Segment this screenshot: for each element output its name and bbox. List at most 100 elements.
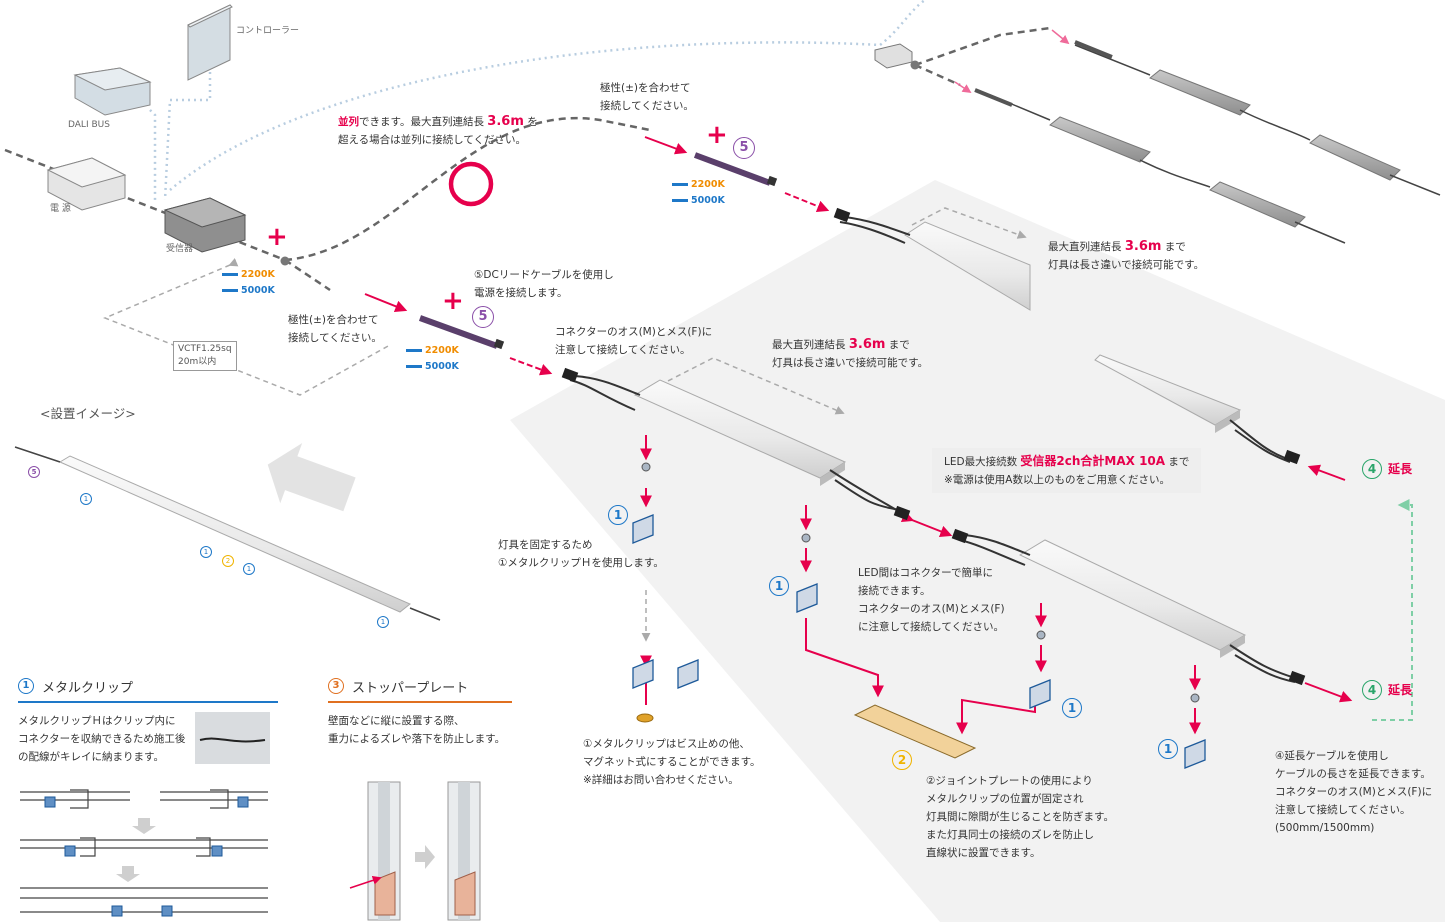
install-num1-d: 1 (377, 616, 389, 628)
series-mid-line2: 灯具は長さ違いで接続可能です。 (772, 357, 929, 369)
polarity-top-line2: 接続してください。 (600, 100, 694, 112)
metal-clip-desc: メタルクリップＨはクリップ内に コネクターを収納できるため施工後 の配線がキレイ… (18, 715, 186, 763)
num1-d: 1 (1158, 739, 1178, 759)
polarity-top-note: 極性(±)を合わせて 接続してください。 (600, 79, 694, 115)
metal-clip-detail (20, 789, 268, 913)
plus-sign-top: + (706, 120, 728, 150)
junction-dot (280, 256, 290, 266)
led-fixture-1 (561, 367, 911, 521)
stopper-num: 3 (328, 678, 344, 694)
temp-warm-mid: 2200K (406, 344, 459, 358)
fix-note: 灯具を固定するため ①メタルクリップＨを使用します。 (498, 539, 664, 569)
install-num1-c: 1 (243, 563, 255, 575)
polarity-mid-note: 極性(±)を合わせて 接続してください。 (288, 311, 382, 347)
num1-a: 1 (608, 505, 628, 525)
connector-note: コネクターのオス(M)とメス(F)に 注意して接続してください。 (555, 323, 712, 359)
plus-sign-mid: + (442, 286, 464, 316)
dc-lead-note: ⑤DCリードケーブルを使用し 電源を接続します。 (474, 266, 614, 302)
dc-lead-cables (418, 152, 778, 350)
led-connection-note: LED間はコネクターで簡単に 接続できます。 コネクターのオス(M)とメス(F)… (858, 567, 1005, 633)
num1-c: 1 (1062, 698, 1082, 718)
max-connection-line2: ※電源は使用A数以上のものをご用意ください。 (944, 474, 1170, 486)
joint-plate-note: ②ジョイントプレートの使用により メタルクリップの位置が固定され 灯具間に隙間が… (926, 775, 1114, 859)
parallel-line2: 超える場合は並列に接続してください。 (338, 134, 527, 146)
parallel-line1: できます。最大直列連結長 (359, 116, 484, 128)
screw-icons (641, 462, 1200, 703)
connector-line2: 注意して接続してください。 (555, 344, 691, 356)
install-num1-a: 1 (80, 493, 92, 505)
metal-clip-num: 1 (18, 678, 34, 694)
stopper-title: ストッパープレート (352, 681, 469, 696)
power-label: 電 源 (50, 204, 71, 214)
red-arrows (364, 136, 1353, 735)
temp-cool-receiver: 5000K (222, 284, 275, 298)
num5-mid: 5 (472, 306, 494, 328)
controller-label: コントローラー (236, 26, 300, 36)
receiver-label: 受信器 (166, 244, 194, 254)
parallel-length: 3.6m (487, 114, 524, 129)
clip-icons (632, 514, 1206, 769)
power-lines (4, 26, 1051, 292)
cable-spec-line2: 20m以内 (178, 357, 217, 367)
gray-dashed-arrows (641, 207, 1027, 642)
splitter-box (874, 43, 913, 69)
parallel-emph: 並列 (338, 116, 359, 128)
install-arrow (267, 443, 356, 512)
parallel-note: 並列できます。最大直列連結長 3.6m を 超える場合は並列に接続してください。 (338, 113, 538, 149)
polarity-mid-line1: 極性(±)を合わせて (288, 314, 379, 326)
extension-note: ④延長ケーブルを使用し ケーブルの長さを延長できます。 コネクターのオス(M)と… (1275, 750, 1433, 834)
install-strip (14, 446, 441, 621)
num2: 2 (892, 750, 912, 770)
temp-warm-top: 2200K (672, 178, 725, 192)
dc-lead-line2: 電源を接続します。 (474, 287, 568, 299)
led-fixture-4 (833, 207, 1031, 311)
series-top-line2: 灯具は長さ違いで接続可能です。 (1048, 259, 1205, 271)
temp-cool-mid: 5000K (406, 360, 459, 374)
led-fixture-2 (951, 528, 1306, 686)
clip-detail-blue (44, 796, 249, 917)
extension-route (1372, 499, 1413, 721)
led-fixture-3 (1094, 354, 1301, 465)
down-arrows (116, 818, 435, 882)
polarity-mid-line2: 接続してください。 (288, 332, 382, 344)
floor-plane (510, 180, 1445, 922)
parallel-line1-end: を (527, 116, 538, 128)
top-right-fixtures (974, 40, 1441, 244)
stopper-detail (349, 781, 481, 921)
max-connection-note: LED最大接続数 受信器2ch合計MAX 10A まで ※電源は使用A数以上のも… (932, 448, 1202, 493)
junction-dot-top (910, 60, 920, 70)
vctf-loop (103, 258, 391, 396)
parallel-ring (448, 161, 494, 207)
pink-arrows (954, 29, 1070, 93)
dc-lead-line1: ⑤DCリードケーブルを使用し (474, 269, 614, 281)
receiver-box (163, 197, 247, 253)
joint-plate (853, 704, 977, 759)
connector-line1: コネクターのオス(M)とメス(F)に (555, 326, 713, 338)
temp-warm-receiver: 2200K (222, 268, 275, 282)
temp-cool-top: 5000K (672, 194, 725, 208)
metal-clip-title: メタルクリップ (42, 681, 134, 696)
install-num1-b: 1 (200, 546, 212, 558)
dali-bus-box (73, 67, 152, 116)
series-mid-note: 最大直列連結長 3.6m まで 灯具は長さ違いで接続可能です。 (772, 336, 928, 372)
extension-label-lower: 延長 (1388, 683, 1413, 697)
num1-b: 1 (769, 576, 789, 596)
num4-lower: 4 (1362, 680, 1382, 700)
install-num2: 2 (222, 555, 234, 567)
dali-bus-label: DALI BUS (68, 120, 110, 130)
controller-box (187, 4, 233, 81)
cable-spec-line1: VCTF1.25sq (178, 344, 232, 354)
power-box (46, 157, 127, 211)
plus-sign-receiver: + (266, 222, 288, 252)
extension-label-upper: 延長 (1388, 462, 1413, 476)
magnet-note: ①メタルクリップはビス止めの他、 マグネット式にすることができます。 ※詳細はお… (583, 738, 761, 786)
signal-lines (149, 0, 926, 201)
cable-spec-box: VCTF1.25sq 20m以内 (173, 341, 237, 371)
install-num5: 5 (28, 466, 40, 478)
magnet-icon (636, 713, 654, 723)
num5-top: 5 (733, 137, 755, 159)
series-top-note: 最大直列連結長 3.6m まで 灯具は長さ違いで接続可能です。 (1048, 238, 1204, 274)
stopper-desc: 壁面などに縦に設置する際、 重力によるズレや落下を防止します。 (328, 715, 506, 745)
polarity-top-line1: 極性(±)を合わせて (600, 82, 691, 94)
